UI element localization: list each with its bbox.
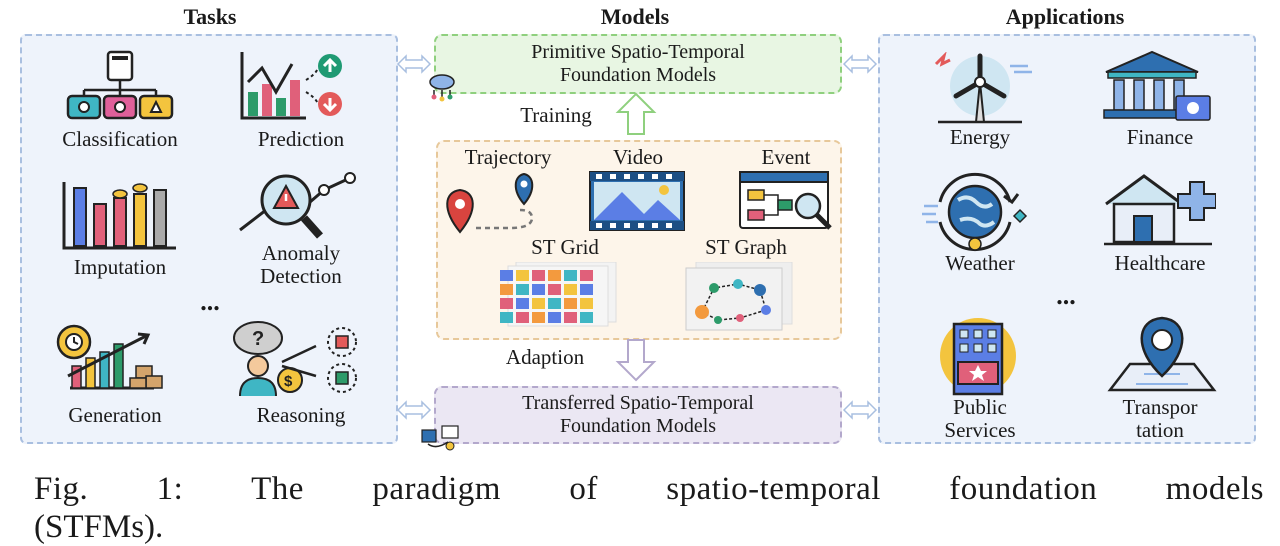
figure-caption-line1: Fig. 1: The paradigm of spatio-temporal …	[34, 471, 1264, 507]
svg-text:?: ?	[252, 328, 264, 350]
generation-icon	[56, 324, 163, 390]
tasks-header: Tasks	[183, 4, 237, 29]
transferred-stfm-box: Transferred Spatio-Temporal Foundation M…	[434, 386, 842, 444]
app-label-finance: Finance	[1126, 125, 1194, 149]
classification-icon	[66, 50, 174, 120]
double-arrow-bottom-left	[396, 400, 432, 420]
st-graph-icon	[685, 262, 793, 331]
data-label-st-grid: ST Grid	[531, 235, 599, 259]
double-arrow-top-right	[842, 54, 878, 74]
models-header: Models	[600, 4, 670, 29]
imputation-icon	[62, 182, 176, 250]
adaption-label: Adaption	[505, 345, 585, 369]
public-services-icon	[940, 318, 1016, 396]
reasoning-icon: ? $	[233, 321, 357, 396]
task-label-prediction: Prediction	[257, 127, 345, 151]
task-label-reasoning: Reasoning	[256, 403, 346, 427]
st-grid-icon	[500, 262, 617, 327]
weather-icon	[922, 172, 1028, 252]
data-label-st-graph: ST Graph	[705, 235, 787, 259]
transportation-icon	[1107, 316, 1217, 392]
energy-icon	[934, 52, 1032, 124]
training-up-arrow	[615, 92, 657, 135]
primitive-stfm-box: Primitive Spatio-Temporal Foundation Mod…	[434, 34, 842, 94]
app-label-energy: Energy	[949, 125, 1011, 149]
cloud-network-icon	[429, 74, 455, 102]
task-label-generation: Generation	[68, 403, 162, 427]
event-icon	[739, 171, 832, 230]
tasks-ellipsis: ...	[200, 287, 220, 316]
data-label-video: Video	[612, 145, 664, 169]
applications-header: Applications	[1005, 4, 1125, 29]
data-label-trajectory: Trajectory	[464, 145, 552, 169]
adaption-down-arrow	[615, 339, 657, 382]
anomaly-detection-icon	[239, 172, 356, 239]
double-arrow-top-left	[396, 54, 432, 74]
trajectory-icon	[446, 172, 534, 234]
double-arrow-bottom-right	[842, 400, 878, 420]
apps-ellipsis: ...	[1056, 281, 1076, 310]
app-label-healthcare: Healthcare	[1114, 251, 1206, 275]
prediction-icon	[240, 52, 342, 120]
finance-icon	[1103, 50, 1211, 121]
figure-caption-line2: (STFMs).	[34, 509, 164, 545]
task-label-imputation: Imputation	[73, 255, 167, 279]
data-label-event: Event	[761, 145, 811, 169]
training-label: Training	[520, 103, 592, 127]
model-transfer-icon	[421, 425, 459, 451]
task-label-classification: Classification	[62, 127, 178, 151]
app-label-weather: Weather	[945, 251, 1015, 275]
healthcare-icon	[1104, 174, 1216, 246]
svg-text:$: $	[284, 373, 293, 390]
video-icon	[589, 171, 685, 231]
